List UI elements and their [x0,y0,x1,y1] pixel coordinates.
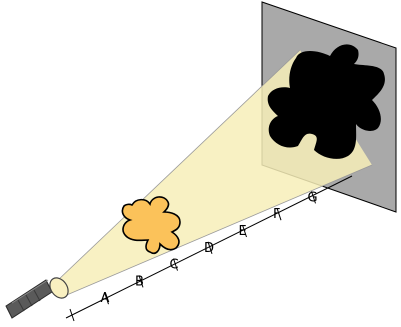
puzzle-piece-icon [121,196,181,255]
ruler-tick [207,241,213,254]
ruler-label-b: B [135,274,144,289]
ruler-tick [104,292,109,305]
ruler-tick [173,258,178,271]
flashlight-icon [5,277,69,319]
ruler-tick [242,224,247,238]
ruler-label-g: G [308,190,318,205]
puzzle-shadow [267,44,385,159]
ruler-label-c: C [170,258,179,273]
ruler-ticks [69,191,316,322]
ruler-tick [138,275,144,288]
ruler-label-a: A [101,291,110,306]
ruler-label-d: D [204,241,214,256]
beam-edge-bottom [61,164,373,298]
ruler-tick [311,191,316,204]
ruler-line [65,175,353,319]
ruler-labels: A B C D E F G [101,190,318,306]
ruler-tick [276,208,282,221]
beam-edge-top [56,49,301,282]
ruler-label-f: F [273,207,280,222]
ruler-label-e: E [239,224,247,239]
ruler-tick [69,308,75,322]
